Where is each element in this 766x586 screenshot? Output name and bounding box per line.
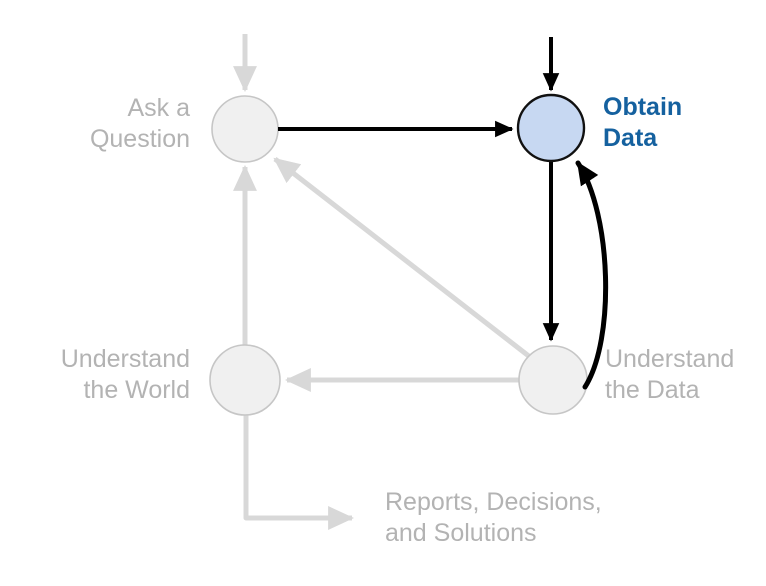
node-understand-the-world[interactable] — [209, 344, 281, 416]
node-label-obtain-data: Obtain Data — [603, 93, 683, 152]
node-label-reports-decisions-and-solutions: Reports, Decisions, and Solutions — [385, 488, 602, 547]
edge-understand-the-data-to-obtain-data — [575, 160, 609, 390]
edge-understand-the-data-to-ask-a-question — [273, 157, 532, 359]
node-understand-the-data[interactable] — [518, 345, 588, 415]
edge-understand-the-world-to-reports — [243, 415, 355, 530]
node-label-understand-the-world: Understand the World — [60, 345, 190, 404]
node-label-ask-a-question: Ask a Question — [89, 94, 190, 153]
node-label-understand-the-data: Understand the Data — [605, 345, 735, 404]
node-ask-a-question[interactable] — [211, 95, 279, 163]
node-obtain-data[interactable] — [516, 93, 586, 163]
